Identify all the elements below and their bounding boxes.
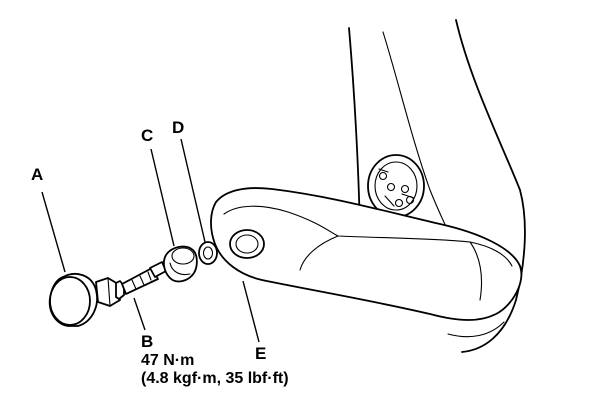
- callout-d: D: [172, 118, 184, 137]
- washer: [198, 241, 218, 265]
- torque-spec-imperial: (4.8 kgf·m, 35 lbf·ft): [141, 370, 289, 387]
- armrest: [210, 187, 523, 321]
- leader-e: [242, 280, 260, 343]
- bolt: [95, 261, 167, 307]
- leader-a: [41, 191, 66, 273]
- mounting-bracket: [367, 154, 425, 218]
- cap: [48, 273, 98, 327]
- callout-a: A: [31, 165, 43, 184]
- torque-spec-nm: 47 N·m: [141, 352, 194, 369]
- leader-c: [150, 148, 175, 247]
- leader-b: [133, 297, 146, 331]
- collar: [163, 245, 198, 283]
- callout-e: E: [255, 344, 266, 363]
- callout-b: B: [141, 332, 153, 351]
- callout-c: C: [141, 126, 153, 145]
- leader-d: [180, 138, 206, 243]
